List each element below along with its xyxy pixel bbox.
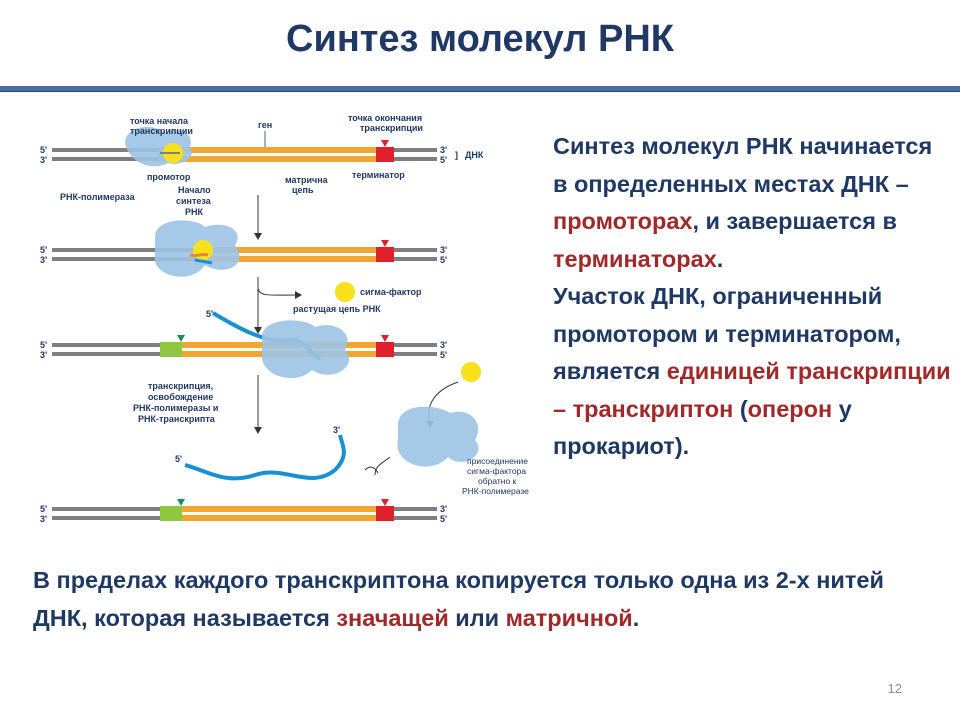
svg-text:5': 5' <box>40 245 47 255</box>
label-polymerase: РНК-полимераза <box>60 192 136 202</box>
svg-text:синтеза: синтеза <box>176 196 212 206</box>
label-reattach-1: присоединение <box>467 456 528 466</box>
dna-row-3 <box>52 311 437 379</box>
transcription-diagram: 5' 3' 3' 5' точка начала транскрипции ге… <box>40 113 529 524</box>
dna-row-4 <box>52 499 437 521</box>
svg-text:3': 3' <box>40 350 47 360</box>
summary-text: В пределах каждого транскриптона копируе… <box>33 567 884 631</box>
label-terminator: терминатор <box>352 170 405 180</box>
svg-text:3': 3' <box>40 514 47 524</box>
svg-text:3': 3' <box>40 155 47 165</box>
label-end-point: точка окончания <box>348 113 422 123</box>
svg-text:освобождение: освобождение <box>148 392 213 402</box>
svg-text:РНК-транскрипта: РНК-транскрипта <box>138 414 216 424</box>
svg-text:5': 5' <box>440 155 447 165</box>
label-gene: ген <box>258 120 272 130</box>
svg-text:РНК-полимеразе: РНК-полимеразе <box>462 486 529 496</box>
svg-text:обратно к: обратно к <box>478 476 517 486</box>
label-matrix-1: матрична <box>285 175 329 185</box>
label-synthesis-start: Начало <box>178 185 211 195</box>
explanation-text: Синтез молекул РНК начинается в определе… <box>553 133 951 459</box>
svg-text:5': 5' <box>40 340 47 350</box>
dna-row-1 <box>52 127 437 167</box>
label-dna: ДНК <box>465 150 484 160</box>
svg-text:3': 3' <box>40 255 47 265</box>
svg-text:5': 5' <box>175 454 182 464</box>
label-growing-chain: растущая цепь РНК <box>293 304 381 314</box>
svg-text:3': 3' <box>440 340 447 350</box>
svg-text:5': 5' <box>40 504 47 514</box>
label-sigma: сигма-фактор <box>360 287 422 297</box>
svg-text:транскрипции: транскрипции <box>360 123 423 133</box>
svg-text:цепь: цепь <box>292 185 314 195</box>
label-start-point: точка начала <box>130 116 189 126</box>
svg-text:5': 5' <box>440 255 447 265</box>
svg-text:3': 3' <box>440 145 447 155</box>
svg-text:5': 5' <box>40 145 47 155</box>
svg-text:]: ] <box>455 150 458 160</box>
svg-text:РНК-полимеразы и: РНК-полимеразы и <box>133 403 218 413</box>
label-promoter: промотор <box>147 172 191 182</box>
dna-row-2 <box>52 220 437 277</box>
page-number: 12 <box>887 681 902 696</box>
svg-text:3': 3' <box>440 504 447 514</box>
svg-text:транскрипции: транскрипции <box>130 126 193 136</box>
svg-text:РНК: РНК <box>185 207 204 217</box>
svg-text:5': 5' <box>440 350 447 360</box>
slide-title: Синтез молекул РНК <box>286 18 674 60</box>
svg-text:3': 3' <box>440 245 447 255</box>
svg-text:3': 3' <box>333 425 340 435</box>
label-release-1: транскрипция, <box>148 381 213 391</box>
svg-text:5': 5' <box>206 309 213 319</box>
svg-text:5': 5' <box>440 514 447 524</box>
svg-text:сигма-фактора: сигма-фактора <box>467 466 526 476</box>
title-divider <box>0 86 960 92</box>
